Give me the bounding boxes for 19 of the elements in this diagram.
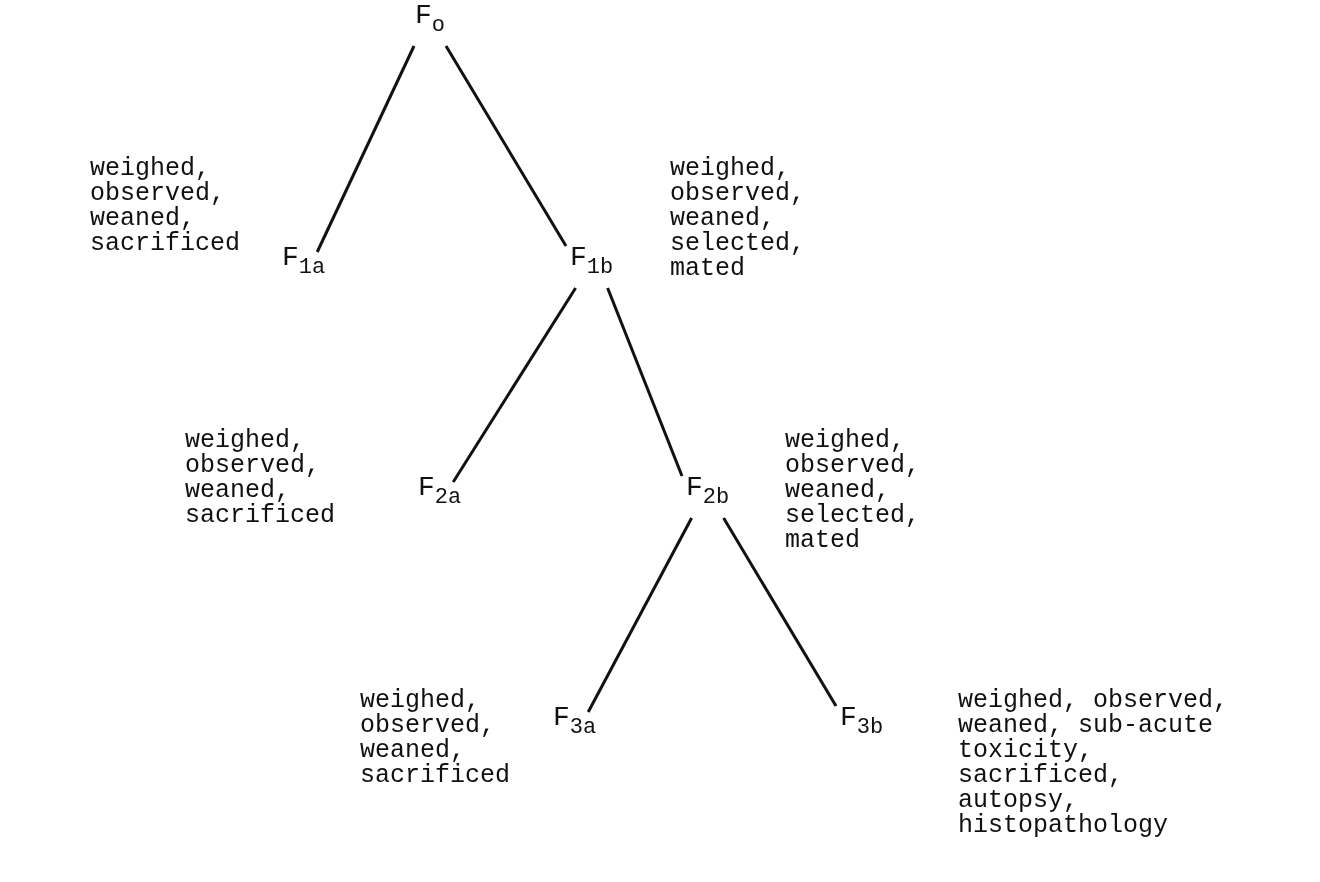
generation-label: F$_{2a}$ (418, 472, 462, 503)
generation-label: F$_{1b}$ (570, 242, 614, 273)
annotation-text: weighed, observed, weaned, sacrificed (185, 428, 337, 528)
annotation-text: weighed, observed, weaned, sacrificed (90, 156, 242, 256)
generation-label: F$_{3a}$ (553, 702, 597, 733)
annotation-text: weighed, observed, weaned, sub-acute toxicity, sacrificed, autopsy, histopathology (958, 688, 1230, 838)
connector-line (586, 517, 693, 713)
generation-label: F$_{1a}$ (282, 242, 326, 273)
connector-line (315, 45, 416, 253)
connector-line (606, 287, 684, 477)
annotation-text: weighed, observed, weaned, selected, mated (785, 428, 922, 553)
generation-label: F$_{3b}$ (840, 702, 884, 733)
generation-label: F$_{2b}$ (686, 472, 730, 503)
generation-label: F$_{o}$ (415, 0, 445, 31)
connector-line (444, 45, 568, 247)
annotation-text: weighed, observed, weaned, sacrificed (360, 688, 512, 788)
connector-line (722, 517, 838, 707)
connector-line (451, 287, 577, 483)
annotation-text: weighed, observed, weaned, selected, mated (670, 156, 807, 281)
